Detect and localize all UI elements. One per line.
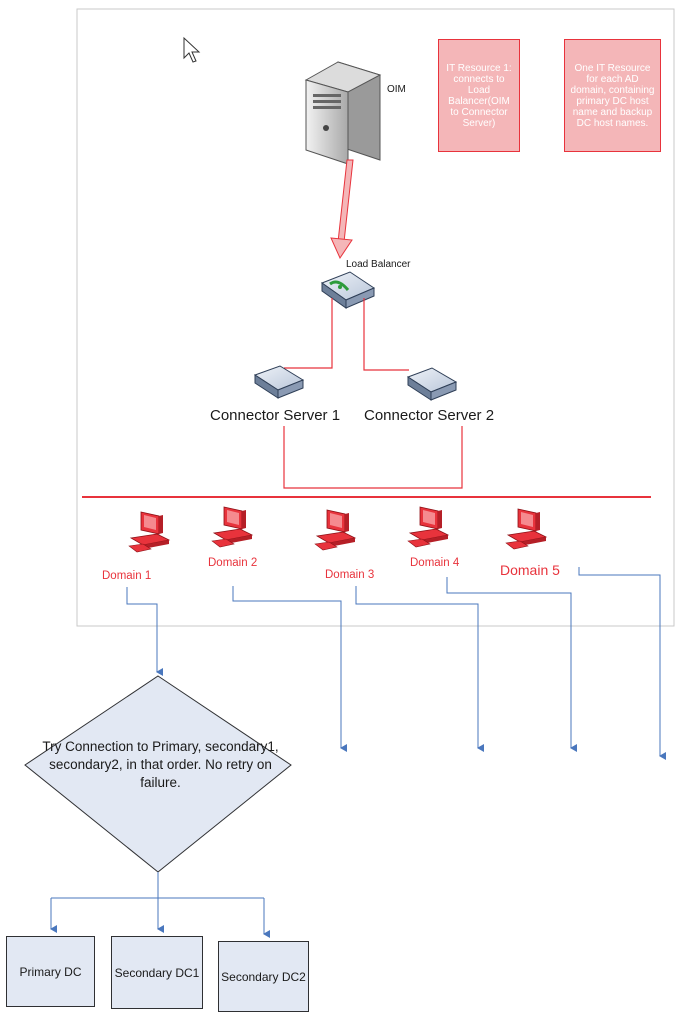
domain-label: Domain 4	[410, 557, 460, 569]
decision-to-dc-connectors	[50, 872, 270, 938]
it-resource-1-note: IT Resource 1: connects to Load Balancer…	[438, 39, 520, 152]
oim-server-icon	[304, 61, 382, 165]
domain-flow-connectors	[126, 567, 666, 760]
oim-label: OIM	[387, 84, 406, 95]
secondary-dc1-box: Secondary DC1	[111, 936, 203, 1009]
lb-to-connectors-lines	[284, 298, 409, 371]
domain-4-computer-icon	[407, 506, 450, 548]
domain-5-computer-icon	[505, 508, 548, 550]
domain-label: Domain 3	[325, 569, 374, 581]
domain-label: Domain 2	[208, 557, 257, 569]
load-balancer-label: Load Balancer	[346, 259, 411, 270]
it-resource-per-domain-note: One IT Resource for each AD domain, cont…	[564, 39, 661, 152]
domain-2-computer-icon	[211, 506, 254, 548]
secondary-dc2-box: Secondary DC2	[218, 941, 309, 1012]
decision-text: Try Connection to Primary, secondary1, s…	[42, 739, 279, 790]
domain-4-flow-arrow	[446, 577, 577, 752]
domain-1-computer-icon	[128, 511, 171, 553]
connector-server-1-icon	[253, 365, 305, 399]
load-balancer-icon	[320, 271, 376, 309]
domain-3-flow-arrow	[355, 586, 484, 752]
primary-dc-box: Primary DC	[6, 936, 95, 1007]
domain-5-flow-arrow	[578, 567, 666, 760]
domain-2-flow-arrow	[232, 586, 347, 752]
connectors-link-line	[283, 426, 463, 489]
domain-1-flow-arrow	[126, 587, 163, 676]
oim-to-load-balancer-arrow	[330, 159, 354, 260]
domain-label: Domain 5	[500, 562, 560, 578]
cursor-arrow-icon	[183, 36, 201, 63]
connector-server-2-label: Connector Server 2	[364, 407, 494, 424]
domain-label: Domain 1	[102, 570, 151, 582]
domain-3-computer-icon	[314, 509, 357, 551]
connector-server-1-label: Connector Server 1	[210, 407, 340, 424]
connector-server-2-icon	[406, 367, 458, 401]
